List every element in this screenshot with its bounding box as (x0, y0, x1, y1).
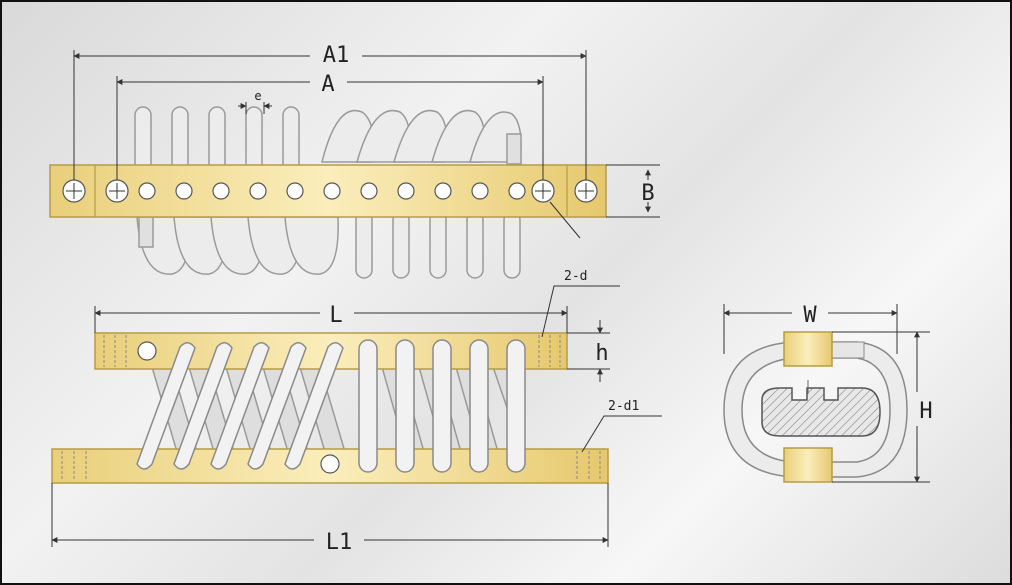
side-view-section (761, 387, 881, 437)
dim-h-large (832, 331, 930, 483)
dim-2d1 (581, 415, 662, 453)
dim-label-l1: L1 (326, 530, 353, 555)
top-view-coils (134, 106, 522, 279)
dim-b (606, 164, 660, 218)
top-view (49, 106, 607, 279)
side-view-top-plate (783, 331, 833, 367)
dim-l (94, 306, 568, 333)
front-view (51, 332, 609, 484)
dim-label-2d1: 2-d1 (608, 399, 639, 414)
side-view-bottom-plate (783, 447, 833, 483)
front-view-coils (136, 339, 526, 473)
dim-h-small (567, 320, 610, 382)
dim-2d (541, 285, 620, 338)
dim-label-l: L (329, 303, 342, 328)
dim-a (116, 76, 544, 180)
dim-label-h-small: h (595, 341, 608, 366)
side-view (723, 331, 908, 483)
dim-l1 (51, 483, 609, 547)
dim-e (238, 102, 272, 114)
dim-w (723, 304, 898, 354)
dim-label-a: A (321, 72, 334, 97)
dim-label-b: B (641, 181, 654, 206)
dim-label-w: W (803, 303, 817, 328)
dim-label-2d: 2-d (564, 269, 587, 284)
dim-label-e: e (254, 89, 261, 103)
dim-a1 (73, 50, 587, 180)
dim-label-h-large: H (919, 399, 932, 424)
dim-label-a1: A1 (323, 43, 350, 68)
